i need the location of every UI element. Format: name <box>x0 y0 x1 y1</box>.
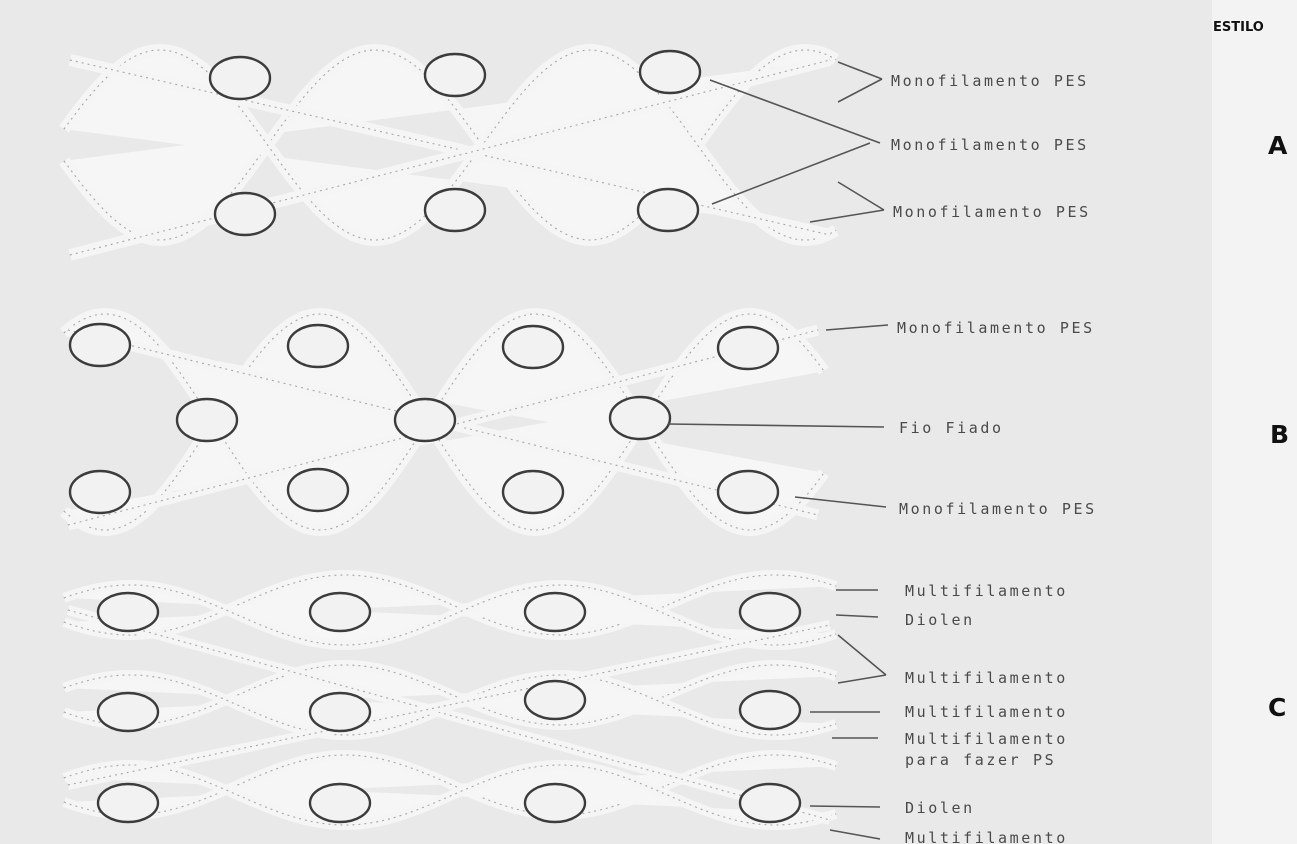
warp-yarn-circle <box>740 691 800 729</box>
leader-line <box>810 806 880 807</box>
style-column-title: ESTILO <box>1213 20 1264 35</box>
style-c-label-4: Multifilamento <box>905 703 1068 721</box>
style-b-label-3: Monofilamento PES <box>899 500 1097 518</box>
warp-yarn-circle <box>740 784 800 822</box>
warp-yarn-circle <box>70 324 130 366</box>
style-c-label-8: Multifilamento <box>905 829 1068 844</box>
warp-yarn-circle <box>525 593 585 631</box>
warp-yarn-circle <box>177 399 237 441</box>
style-c-label-3: Multifilamento <box>905 669 1068 687</box>
warp-yarn-circle <box>288 325 348 367</box>
warp-yarn-circle <box>525 784 585 822</box>
warp-yarn-circle <box>503 471 563 513</box>
warp-yarn-circle <box>638 189 698 231</box>
warp-yarn-circle <box>215 193 275 235</box>
warp-yarn-circle <box>425 189 485 231</box>
warp-yarn-circle <box>288 469 348 511</box>
style-b-label-1: Monofilamento PES <box>897 319 1095 337</box>
style-b-letter: B <box>1270 420 1289 449</box>
warp-yarn-circle <box>98 593 158 631</box>
warp-yarn-circle <box>718 471 778 513</box>
warp-yarn-circle <box>310 693 370 731</box>
style-c-label-7: Diolen <box>905 799 975 817</box>
style-c-label-6: para fazer PS <box>905 751 1056 769</box>
warp-yarn-circle <box>610 397 670 439</box>
warp-yarn-circle <box>525 681 585 719</box>
style-c-label-1: Multifilamento <box>905 582 1068 600</box>
warp-yarn-circle <box>210 57 270 99</box>
style-a-label-3: Monofilamento PES <box>893 203 1091 221</box>
style-a-label-1: Monofilamento PES <box>891 72 1089 90</box>
style-c-label-5: Multifilamento <box>905 730 1068 748</box>
warp-yarn-circle <box>425 54 485 96</box>
warp-yarn-circle <box>395 399 455 441</box>
style-c-letter: C <box>1268 693 1286 722</box>
warp-yarn-circle <box>640 51 700 93</box>
warp-yarn-circle <box>740 593 800 631</box>
style-c-label-2: Diolen <box>905 611 975 629</box>
style-b-label-2: Fio Fiado <box>899 419 1004 437</box>
warp-yarn-circle <box>98 693 158 731</box>
warp-yarn-circle <box>310 593 370 631</box>
warp-yarn-circle <box>718 327 778 369</box>
warp-yarn-circle <box>503 326 563 368</box>
warp-yarn-circle <box>98 784 158 822</box>
warp-yarn-circle <box>310 784 370 822</box>
warp-yarn-circle <box>70 471 130 513</box>
style-a-letter: A <box>1268 131 1288 160</box>
style-a-label-2: Monofilamento PES <box>891 136 1089 154</box>
